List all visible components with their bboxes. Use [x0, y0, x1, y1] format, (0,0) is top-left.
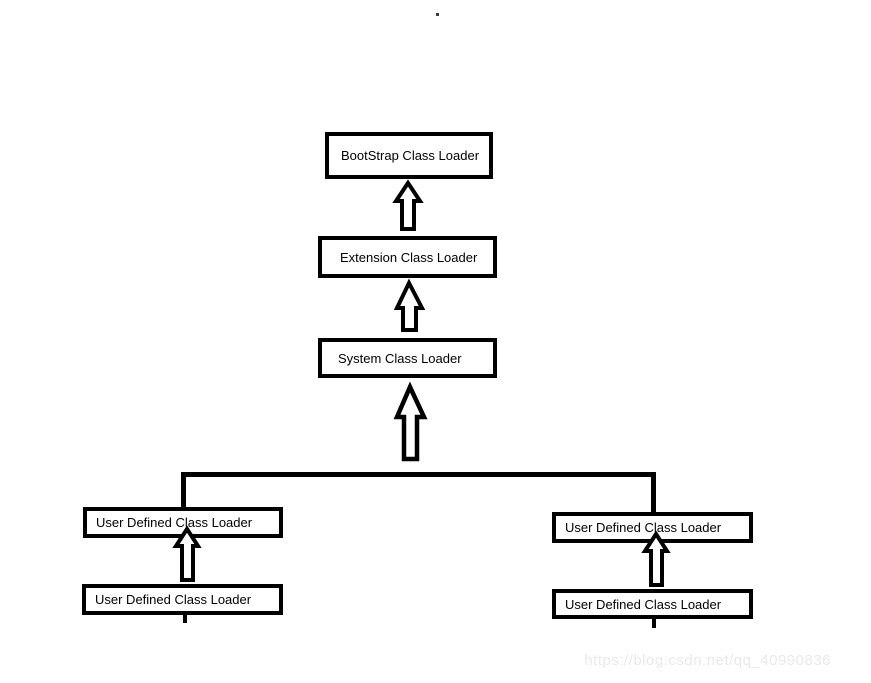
arrow-up-icon-branch-to-system: [393, 381, 428, 462]
node-system-class-loader: System Class Loader: [318, 338, 497, 378]
node-label: User Defined Class Loader: [565, 520, 722, 535]
arrow-up-icon-system-to-extension: [393, 278, 426, 332]
node-user-defined-class-loader-right-parent: User Defined Class Loader: [552, 512, 753, 543]
node-user-defined-class-loader-left-parent: User Defined Class Loader: [83, 507, 283, 538]
watermark-url: https://blog.csdn.net/qq_40990836: [584, 652, 831, 669]
node-user-defined-class-loader-left-child: User Defined Class Loader: [82, 584, 283, 615]
node-label: User Defined Class Loader: [95, 592, 252, 607]
node-user-defined-class-loader-right-child: User Defined Class Loader: [552, 589, 753, 619]
stray-dot: [436, 13, 439, 16]
node-bootstrap-class-loader: BootStrap Class Loader: [325, 132, 493, 179]
node-label: User Defined Class Loader: [565, 596, 722, 612]
node-label: System Class Loader: [338, 350, 462, 366]
node-extension-class-loader: Extension Class Loader: [318, 236, 497, 278]
node-label: Extension Class Loader: [340, 249, 478, 265]
node-label: BootStrap Class Loader: [341, 148, 480, 163]
arrow-up-icon-extension-to-bootstrap: [392, 179, 424, 231]
node-label: User Defined Class Loader: [96, 515, 253, 530]
